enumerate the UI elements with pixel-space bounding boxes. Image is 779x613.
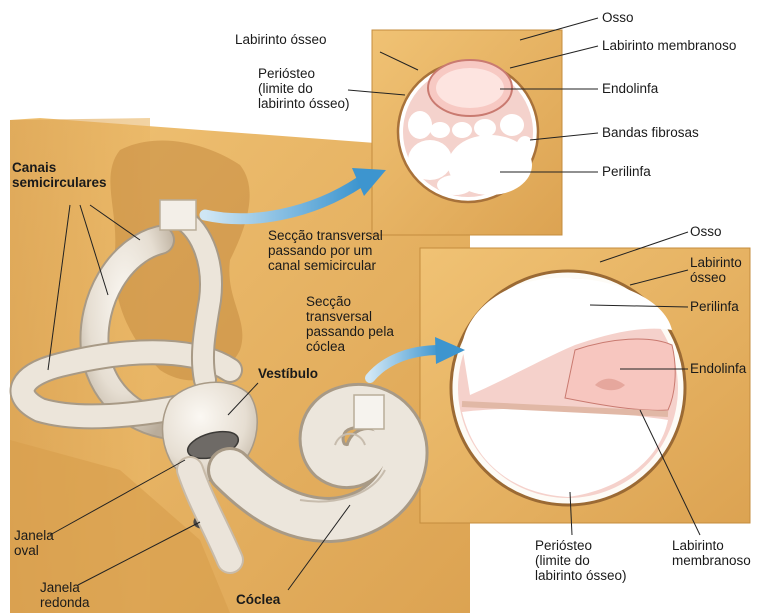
label-osso-top: Osso [602,10,634,25]
label-perilinfa-bottom: Perilinfa [690,299,739,314]
label-periosteo-bottom: Periósteo (limite do labirinto ósseo) [535,538,627,583]
label-labirinto-membranoso-bottom: Labirinto membranoso [672,538,751,568]
label-perilinfa-top: Perilinfa [602,164,651,179]
label-seccao-canal: Secção transversal passando por um canal… [268,228,383,273]
label-canais-semicirculares: Canais semicirculares [12,160,107,190]
label-janela-oval: Janela oval [14,528,54,558]
label-seccao-coclea: Secção transversal passando pela cóclea [306,294,394,354]
label-endolinfa-bottom: Endolinfa [690,361,746,376]
label-coclea: Cóclea [236,592,280,607]
label-labirinto-osseo-top: Labirinto ósseo [235,32,327,47]
label-labirinto-membranoso-top: Labirinto membranoso [602,38,736,53]
cochlea-section-block [420,248,750,523]
canal-section-block [372,30,562,235]
label-labirinto-osseo-bottom: Labirinto ósseo [690,255,742,285]
label-vestibulo: Vestíbulo [258,366,318,381]
label-osso-bottom: Osso [690,224,722,239]
label-bandas-fibrosas: Bandas fibrosas [602,125,699,140]
label-periosteo-top: Periósteo (limite do labirinto ósseo) [258,66,350,111]
label-endolinfa-top: Endolinfa [602,81,658,96]
label-janela-redonda: Janela redonda [40,580,90,610]
